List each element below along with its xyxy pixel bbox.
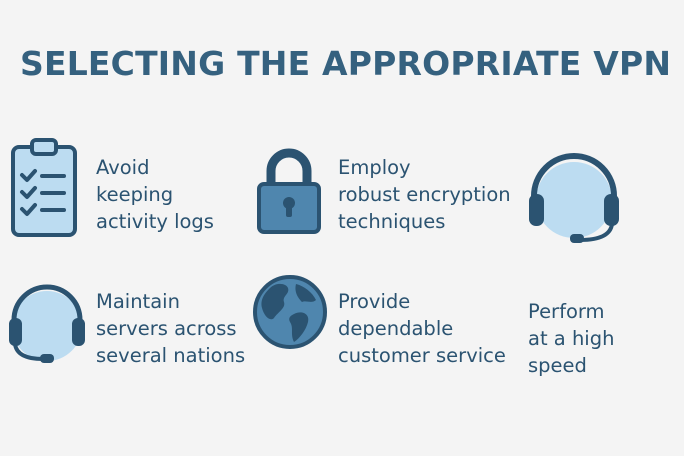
page-title: SELECTING THE APPROPRIATE VPN [20,44,672,83]
clipboard-checklist-icon [10,138,80,242]
headset-icon [526,152,622,252]
feature-label-servers: Maintain servers across several nations [96,290,246,367]
globe-icon [252,274,328,354]
feature-label-speed: Perform at a high speed [528,300,615,377]
feature-label-support: Provide dependable customer service [338,290,506,367]
padlock-icon [256,146,322,240]
feature-label-no-logs: Avoid keeping activity logs [96,156,214,233]
headset-icon [6,280,86,374]
feature-label-encryption: Employ robust encryption techniques [338,156,511,233]
